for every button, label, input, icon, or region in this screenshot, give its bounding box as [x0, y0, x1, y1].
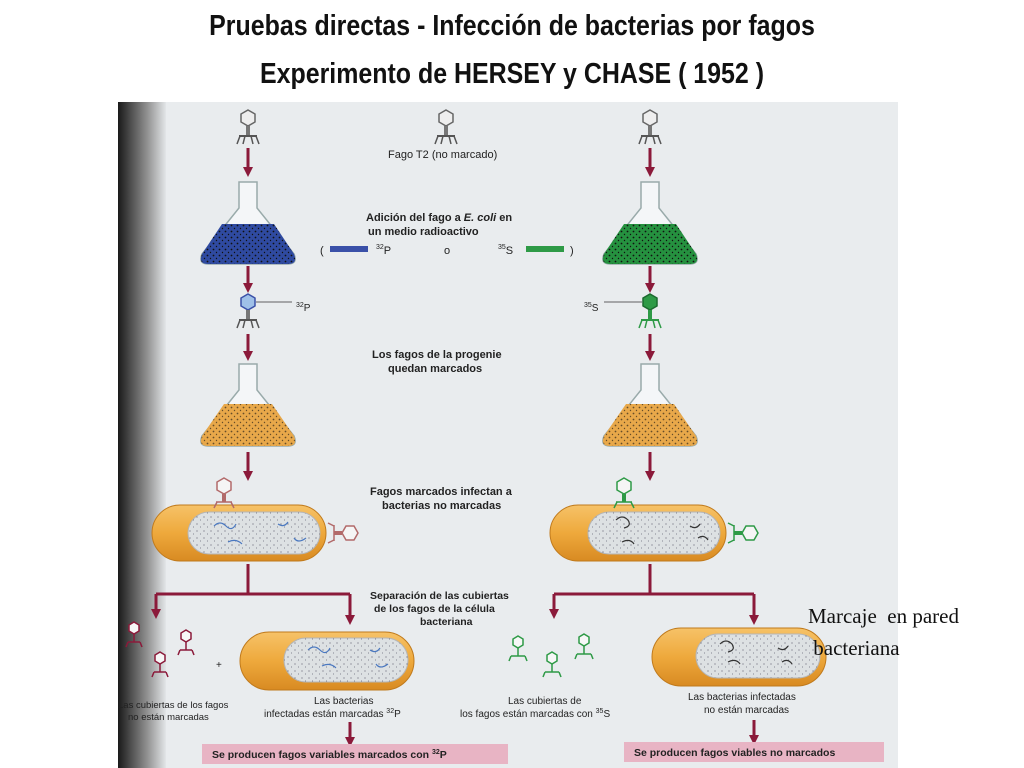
flask-blue: [200, 181, 296, 265]
bacterium-right-result: [651, 627, 827, 687]
phage-left-attached-top: [213, 477, 235, 509]
title-line-1: Pruebas directas - Infección de bacteria…: [209, 10, 815, 42]
phage-s35-labeled: [638, 293, 662, 329]
bacterium-left-infected: [151, 504, 327, 562]
left-coats-caption-line2: no están marcadas: [128, 712, 209, 723]
binding-shadow: [118, 102, 166, 768]
empty-coats-left: [125, 621, 195, 678]
branch-left: [151, 564, 355, 625]
infect-label-line1: Fagos marcados infectan a: [370, 486, 513, 498]
separation-label-line3: bacteriana: [420, 616, 473, 628]
right-coats-caption-line2: los fagos están marcadas con 35S: [460, 708, 610, 720]
left-bact-caption-line2: infectadas están marcadas 32P: [264, 708, 401, 720]
legend-or: o: [444, 245, 450, 257]
left-coats-caption-line1: Las cubiertas de los fagos: [118, 700, 229, 711]
flask-orange-right: [602, 363, 698, 447]
left-bact-caption-line1: Las bacterias: [314, 696, 373, 707]
result-right-text: Se producen fagos viables no marcados: [634, 747, 835, 759]
flask-green: [602, 181, 698, 265]
bacterium-right-infected: [549, 504, 727, 562]
label-35s: 35S: [584, 302, 599, 314]
phage-right-attached-top: [613, 477, 635, 509]
separation-label-line2: de los fagos de la célula: [374, 603, 495, 615]
separation-label-line1: Separación de las cubiertas: [370, 590, 509, 602]
legend-open: (: [320, 245, 324, 257]
plus-sign: +: [216, 660, 222, 671]
branch-right: [549, 564, 759, 625]
label-32p: 32P: [296, 302, 311, 314]
addition-label-line1: Adición del fago a E. coli en: [366, 212, 512, 224]
side-note: Marcaje en pared bacteriana: [808, 604, 959, 660]
addition-label-line2: un medio radioactivo: [368, 226, 479, 238]
progeny-label-line1: Los fagos de la progenie: [372, 349, 502, 361]
legend-s35: 35S: [498, 244, 513, 257]
phage-right-attached-right: [727, 522, 759, 544]
hershey-chase-figure: Fago T2 (no marcado) Adición del fago a …: [118, 102, 898, 768]
legend-p32-swatch: [330, 246, 368, 252]
infect-label-line2: bacterias no marcadas: [382, 500, 501, 512]
result-left-text: Se producen fagos variables marcados con…: [212, 749, 447, 761]
empty-coats-right: [508, 633, 594, 678]
legend-s35-swatch: [526, 246, 564, 252]
right-bact-caption-line2: no están marcadas: [704, 705, 789, 716]
right-bact-caption-line1: Las bacterias infectadas: [688, 692, 796, 703]
result-box-right: [624, 742, 884, 762]
bacterium-left-result: [239, 631, 415, 691]
flask-orange-left: [200, 363, 296, 447]
title-line-2: Experimento de HERSEY y CHASE ( 1952 ): [259, 58, 765, 90]
phage-left-top: [236, 109, 260, 145]
phage-center-top: [434, 109, 458, 145]
phage-label: Fago T2 (no marcado): [388, 149, 497, 161]
phage-p32-labeled: [236, 293, 260, 329]
progeny-label-line2: quedan marcados: [388, 363, 482, 375]
right-coats-caption-line1: Las cubiertas de: [508, 696, 582, 707]
legend-p32: 32P: [376, 244, 391, 257]
phage-right-top: [638, 109, 662, 145]
phage-left-attached-right: [327, 522, 359, 544]
result-box-left: [202, 744, 508, 764]
legend-close: ): [570, 245, 574, 257]
